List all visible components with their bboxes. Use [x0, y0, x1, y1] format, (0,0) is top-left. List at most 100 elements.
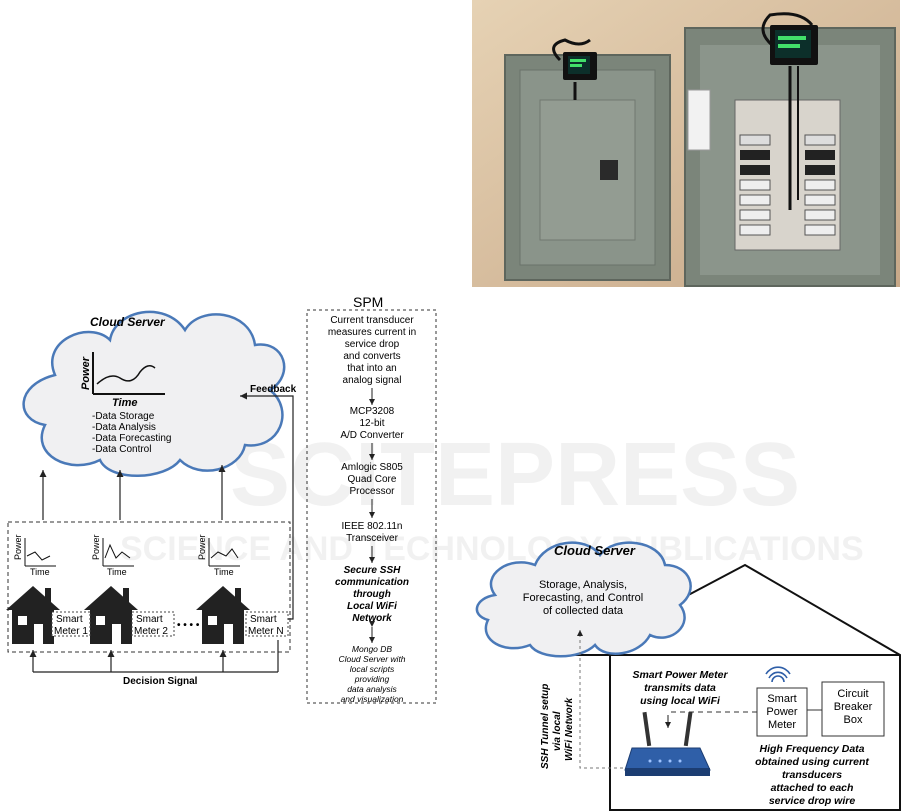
svg-text:providing: providing: [354, 674, 390, 684]
svg-text:Amlogic S805: Amlogic S805: [341, 462, 403, 473]
mini-chart-xlabel: Time: [30, 567, 50, 577]
spm-step-adc: MCP3208 12-bit A/D Converter: [340, 406, 404, 441]
watermark-subtitle: SCIENCE AND TECHNOLOGY PUBLICATIONS: [120, 530, 864, 568]
mini-chart-ylabel: Power: [197, 534, 207, 560]
cloud-text-line: Forecasting, and Control: [523, 592, 643, 604]
breaker-panel-photo: [472, 0, 900, 287]
cloud-server-title: Cloud Server: [90, 315, 166, 329]
smart-power-meter-label: Smart Power Meter: [766, 693, 798, 731]
ssh-label: SSH Tunnel setup via local WiFi Network: [540, 684, 575, 769]
spm-step-ssh: Secure SSH communication through Local W…: [335, 565, 409, 624]
uplink-arrows: [39, 465, 226, 520]
house-n: [196, 586, 250, 644]
decision-signal-path: Decision Signal: [29, 640, 279, 687]
function-item: -Data Control: [92, 444, 151, 455]
meter-label-line1: Smart: [56, 614, 83, 625]
spm-title: SPM: [353, 294, 383, 310]
svg-text:Smart Power Meter: Smart Power Meter: [632, 669, 728, 681]
mini-chart-1: Power Time: [13, 534, 56, 577]
svg-text:service drop: service drop: [345, 339, 400, 350]
mini-chart-2: Power Time: [91, 534, 134, 577]
svg-text:High Frequency Data: High Frequency Data: [759, 743, 864, 755]
svg-text:and visualization: and visualization: [341, 694, 404, 704]
watermark: SCITEPRESS SCIENCE AND TECHNOLOGY PUBLIC…: [120, 425, 864, 568]
spm-step-mongodb: Mongo DB Cloud Server with local scripts…: [338, 644, 405, 704]
cloud-server-title-right: Cloud Server: [554, 543, 636, 558]
spm-step-processor: Amlogic S805 Quad Core Processor: [341, 462, 403, 497]
svg-text:analog signal: analog signal: [343, 375, 402, 386]
cloud-text-line: of collected data: [543, 605, 624, 617]
svg-text:Transceiver: Transceiver: [346, 533, 399, 544]
spm-step-transceiver: IEEE 802.11n Transceiver: [342, 521, 403, 544]
svg-text:Smart: Smart: [767, 693, 796, 705]
cloud-shape-right: [475, 541, 692, 658]
svg-text:attached to each: attached to each: [771, 782, 854, 794]
transmit-text: Smart Power Meter transmits data using l…: [632, 669, 728, 707]
svg-text:Secure SSH: Secure SSH: [344, 565, 401, 576]
svg-text:Local WiFi: Local WiFi: [347, 601, 397, 612]
svg-text:using local WiFi: using local WiFi: [640, 695, 721, 707]
svg-text:that into an: that into an: [347, 363, 396, 374]
svg-text:Meter: Meter: [768, 719, 796, 731]
meter-label-line1: Smart: [136, 614, 163, 625]
router-icon: [624, 711, 711, 776]
svg-text:MCP3208: MCP3208: [350, 406, 395, 417]
ssh-tunnel-path: [577, 630, 635, 769]
mini-chart-ylabel: Power: [13, 534, 23, 560]
meter-label-n: Smart Meter N: [245, 611, 289, 637]
mini-chart-ylabel: Power: [91, 534, 101, 560]
houses-ellipsis: • • • •: [177, 620, 200, 631]
svg-text:transmits data: transmits data: [644, 682, 716, 694]
smart-power-meter-box: [756, 687, 808, 737]
svg-text:measures current in: measures current in: [328, 327, 416, 338]
function-item: -Data Storage: [92, 411, 155, 422]
high-frequency-text: High Frequency Data obtained using curre…: [755, 743, 869, 807]
svg-text:A/D Converter: A/D Converter: [340, 430, 404, 441]
meter-label-line2: Meter 2: [134, 626, 168, 637]
svg-text:Mongo DB: Mongo DB: [352, 644, 392, 654]
circuit-breaker-box: [821, 681, 885, 737]
smart-meter-region: [7, 521, 291, 653]
mini-chart-xlabel: Time: [107, 567, 127, 577]
svg-text:Power: Power: [766, 706, 798, 718]
svg-text:WiFi Network: WiFi Network: [564, 697, 575, 761]
meter-label-line2: Meter 1: [54, 626, 88, 637]
cloud-chart-line: [96, 365, 156, 385]
meter-label-line2: Meter N: [248, 626, 284, 637]
feedback-label: Feedback: [250, 384, 297, 395]
function-item: -Data Forecasting: [92, 433, 171, 444]
cloud-server-left: Cloud Server Power Time -Data Storage -D…: [22, 310, 286, 477]
cloud-chart-xlabel: Time: [112, 397, 137, 409]
spm-box: [306, 309, 437, 704]
svg-text:and converts: and converts: [343, 351, 400, 362]
svg-text:Processor: Processor: [349, 486, 395, 497]
breaker-rows: [739, 134, 836, 236]
svg-text:data analysis: data analysis: [347, 684, 397, 694]
wifi-icon: [765, 666, 791, 683]
house-1: [6, 586, 60, 644]
house-diagram: Cloud Server Storage, Analysis, Forecast…: [475, 541, 901, 811]
mini-chart-3: Power Time: [197, 534, 240, 577]
meter-label-1: Smart Meter 1: [51, 611, 91, 637]
cloud-chart-ylabel: Power: [80, 356, 92, 390]
svg-text:via local: via local: [552, 711, 563, 751]
svg-text:SSH Tunnel setup: SSH Tunnel setup: [540, 684, 551, 769]
spm-step-transducer: Current transducer measures current in s…: [328, 315, 416, 386]
meter-label-2: Smart Meter 2: [131, 611, 175, 637]
svg-text:IEEE 802.11n: IEEE 802.11n: [342, 521, 403, 532]
svg-text:transducers: transducers: [782, 769, 842, 781]
watermark-title: SCITEPRESS: [230, 425, 800, 525]
svg-text:Box: Box: [844, 714, 863, 726]
closed-panel-photo: [504, 38, 671, 281]
svg-text:Quad Core: Quad Core: [348, 474, 397, 485]
svg-text:Breaker: Breaker: [834, 701, 873, 713]
svg-text:obtained using current: obtained using current: [755, 756, 869, 768]
house-2: [84, 586, 138, 644]
svg-text:Circuit: Circuit: [837, 688, 868, 700]
circuit-breaker-label: Circuit Breaker Box: [834, 688, 873, 726]
svg-text:Network: Network: [352, 613, 392, 624]
svg-text:Current transducer: Current transducer: [330, 315, 414, 326]
decision-signal-label: Decision Signal: [123, 676, 198, 687]
svg-text:12-bit: 12-bit: [359, 418, 384, 429]
